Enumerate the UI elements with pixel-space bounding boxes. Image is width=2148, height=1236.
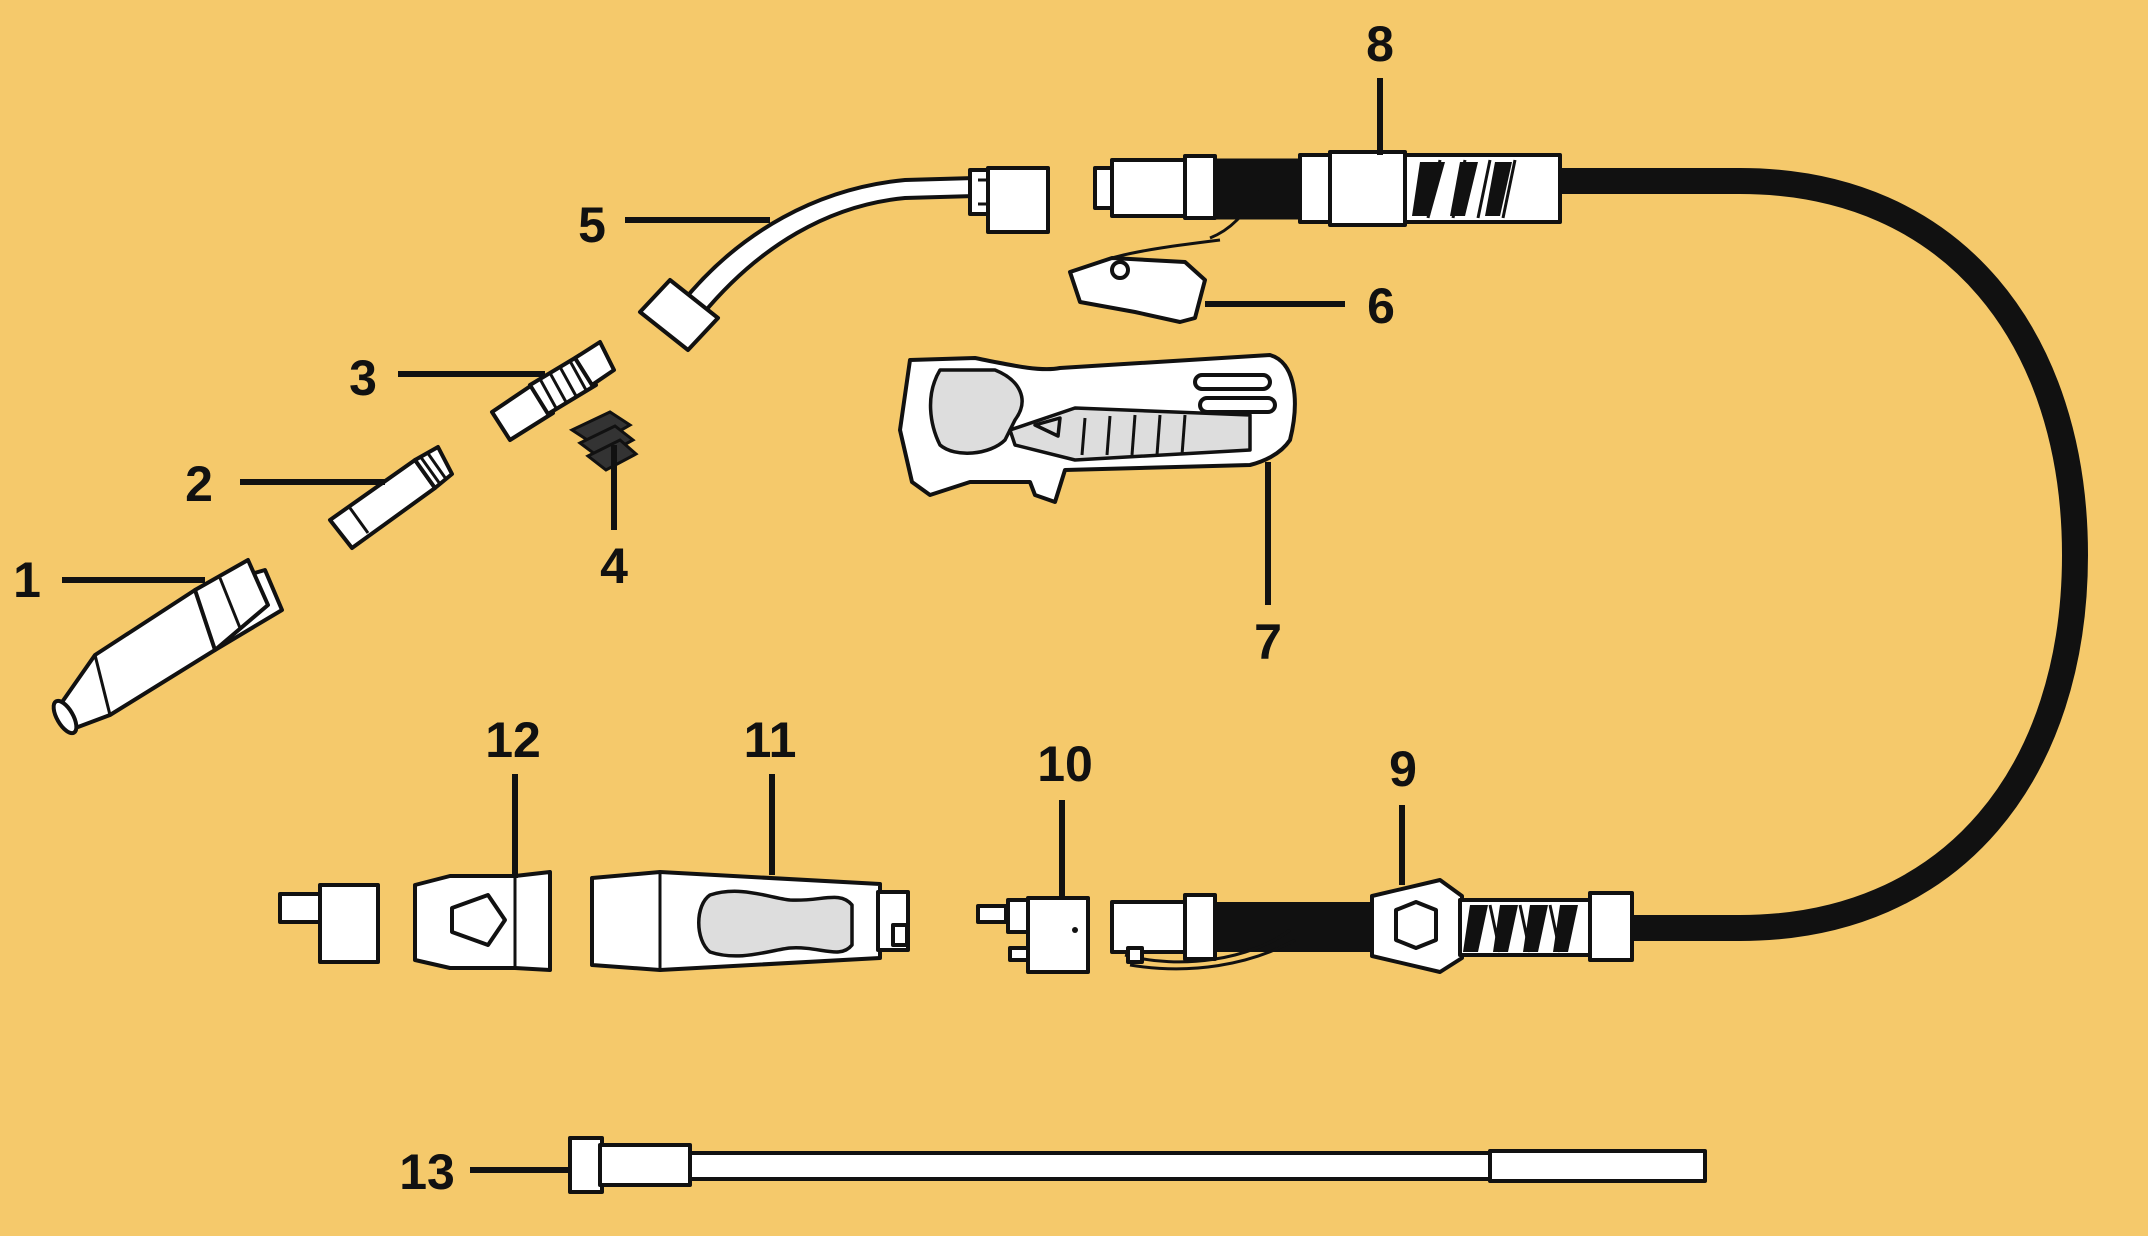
callout-3: 3 bbox=[349, 350, 377, 406]
callout-5: 5 bbox=[578, 197, 606, 253]
gas-diffuser-part-3 bbox=[490, 340, 616, 442]
callout-9: 9 bbox=[1389, 741, 1417, 797]
callout-8: 8 bbox=[1366, 16, 1394, 72]
adapter-part-12 bbox=[278, 870, 552, 972]
trigger-part-6 bbox=[1068, 238, 1221, 324]
nozzle-part-1 bbox=[51, 558, 284, 736]
callout-2: 2 bbox=[185, 456, 213, 512]
callout-6: 6 bbox=[1367, 278, 1395, 334]
handle-part-7 bbox=[898, 353, 1297, 504]
strain-relief-part-9 bbox=[1370, 878, 1634, 974]
callout-12: 12 bbox=[485, 712, 541, 768]
gooseneck-part-5 bbox=[638, 166, 1050, 352]
rear-handle-part-11 bbox=[590, 870, 910, 972]
contact-tip-part-2 bbox=[328, 445, 454, 550]
leader-lines bbox=[62, 78, 1405, 1173]
callout-7: 7 bbox=[1254, 614, 1282, 670]
callout-1: 1 bbox=[13, 552, 41, 608]
insulator-part-4 bbox=[568, 410, 639, 472]
cable-hose bbox=[1240, 168, 2089, 941]
connector-plug-part-10 bbox=[976, 893, 1380, 974]
callout-13: 13 bbox=[399, 1144, 455, 1200]
liner-part-13 bbox=[568, 1136, 1707, 1194]
callout-11: 11 bbox=[743, 712, 797, 768]
callout-4: 4 bbox=[600, 538, 628, 594]
callout-10: 10 bbox=[1037, 736, 1093, 792]
front-connector-part-8 bbox=[1093, 150, 1562, 240]
